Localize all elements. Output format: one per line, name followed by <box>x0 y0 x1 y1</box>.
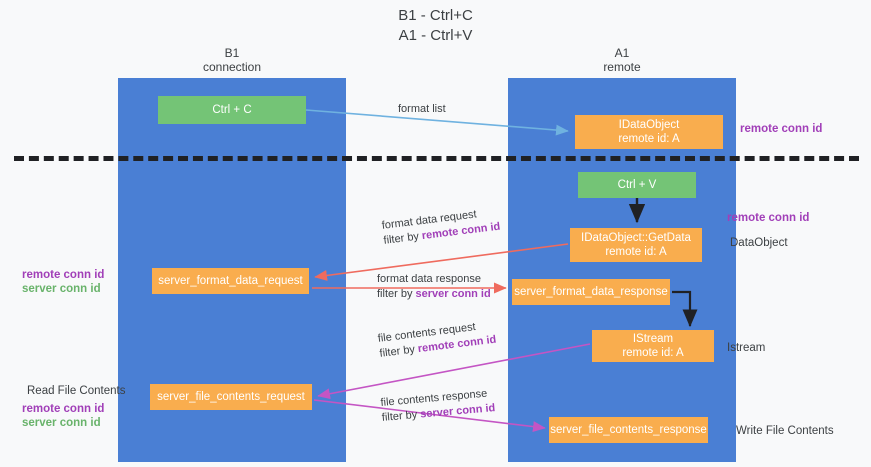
annotation-write-file-contents: Write File Contents <box>736 425 834 437</box>
box-server-file-contents-request-label: server_file_contents_request <box>157 391 305 403</box>
annotation-dataobject: DataObject <box>730 237 788 249</box>
box-ctrl-v-label: Ctrl + V <box>617 179 657 191</box>
box-server-format-data-response-label: server_format_data_response <box>514 286 668 298</box>
annotation-remote-conn-id-left-1: remote conn id <box>22 269 105 281</box>
annotation-left-conn-ids-top: remote conn id server conn id <box>22 268 104 296</box>
flow-label-format-data-request: format data request filter by remote con… <box>381 205 501 249</box>
box-server-file-contents-response[interactable]: server_file_contents_response <box>549 417 708 443</box>
phase-divider <box>14 156 859 161</box>
annotation-remote-conn-id-top: remote conn id <box>740 123 823 135</box>
annotation-server-conn-id-left-1: server conn id <box>22 283 101 295</box>
box-server-format-data-response[interactable]: server_format_data_response <box>512 279 670 305</box>
box-getdata-label: IDataObject::GetData <box>581 232 691 244</box>
box-server-format-data-request[interactable]: server_format_data_request <box>152 268 309 294</box>
filter-prefix: filter by <box>381 408 421 424</box>
flow-label-file-contents-response: file contents response filter by server … <box>380 386 496 426</box>
box-server-file-contents-response-label: server_file_contents_response <box>550 424 707 436</box>
filter-prefix: filter by <box>378 343 419 360</box>
title-line-2: A1 - Ctrl+V <box>398 27 473 44</box>
column-header-a1-name: A1 <box>614 46 630 60</box>
box-ctrl-c-label: Ctrl + C <box>212 104 252 116</box>
flow-label-format-data-response: format data response filter by server co… <box>377 272 491 302</box>
box-idataobject-label: IDataObject <box>618 119 680 131</box>
title-line-1: B1 - Ctrl+C <box>398 7 473 24</box>
annotation-remote-conn-id-left-2: remote conn id <box>22 403 105 415</box>
box-ctrl-c[interactable]: Ctrl + C <box>158 96 306 124</box>
filter-key-server-conn-id: server conn id <box>415 288 491 300</box>
flow-label-format-data-response-text: format data response <box>377 273 481 285</box>
box-idataobject-sublabel: remote id: A <box>618 133 680 145</box>
box-idataobject-getdata[interactable]: IDataObject::GetData remote id: A <box>570 228 702 262</box>
annotation-remote-conn-id-mid: remote conn id <box>727 212 810 224</box>
diagram-title: B1 - Ctrl+C A1 - Ctrl+V <box>0 6 871 46</box>
flow-label-format-data-response-filter: filter by server conn id <box>377 287 491 302</box>
filter-prefix: filter by <box>377 288 416 300</box>
annotation-left-conn-ids-bottom: remote conn id server conn id <box>22 402 104 430</box>
column-header-b1-name: B1 <box>224 46 240 60</box>
flow-label-format-list-text: format list <box>398 103 446 115</box>
annotation-istream: Istream <box>727 342 766 354</box>
column-header-b1-role: connection <box>202 60 262 74</box>
column-header-b1: B1 connection <box>118 46 346 74</box>
box-server-file-contents-request[interactable]: server_file_contents_request <box>150 384 312 410</box>
box-istream-label: IStream <box>632 333 674 345</box>
box-getdata-sublabel: remote id: A <box>605 246 667 258</box>
box-idataobject[interactable]: IDataObject remote id: A <box>575 115 723 149</box>
annotation-read-file-contents: Read File Contents <box>27 385 126 397</box>
column-header-a1-role: remote <box>603 60 641 74</box>
column-header-a1: A1 remote <box>508 46 736 74</box>
box-istream-sublabel: remote id: A <box>622 347 684 359</box>
flow-label-format-list: format list <box>398 102 446 117</box>
filter-prefix: filter by <box>382 230 423 247</box>
box-istream[interactable]: IStream remote id: A <box>592 330 714 362</box>
flow-label-file-contents-request: file contents request filter by remote c… <box>377 318 497 362</box>
annotation-server-conn-id-left-2: server conn id <box>22 417 101 429</box>
box-ctrl-v[interactable]: Ctrl + V <box>578 172 696 198</box>
box-server-format-data-request-label: server_format_data_request <box>158 275 303 287</box>
